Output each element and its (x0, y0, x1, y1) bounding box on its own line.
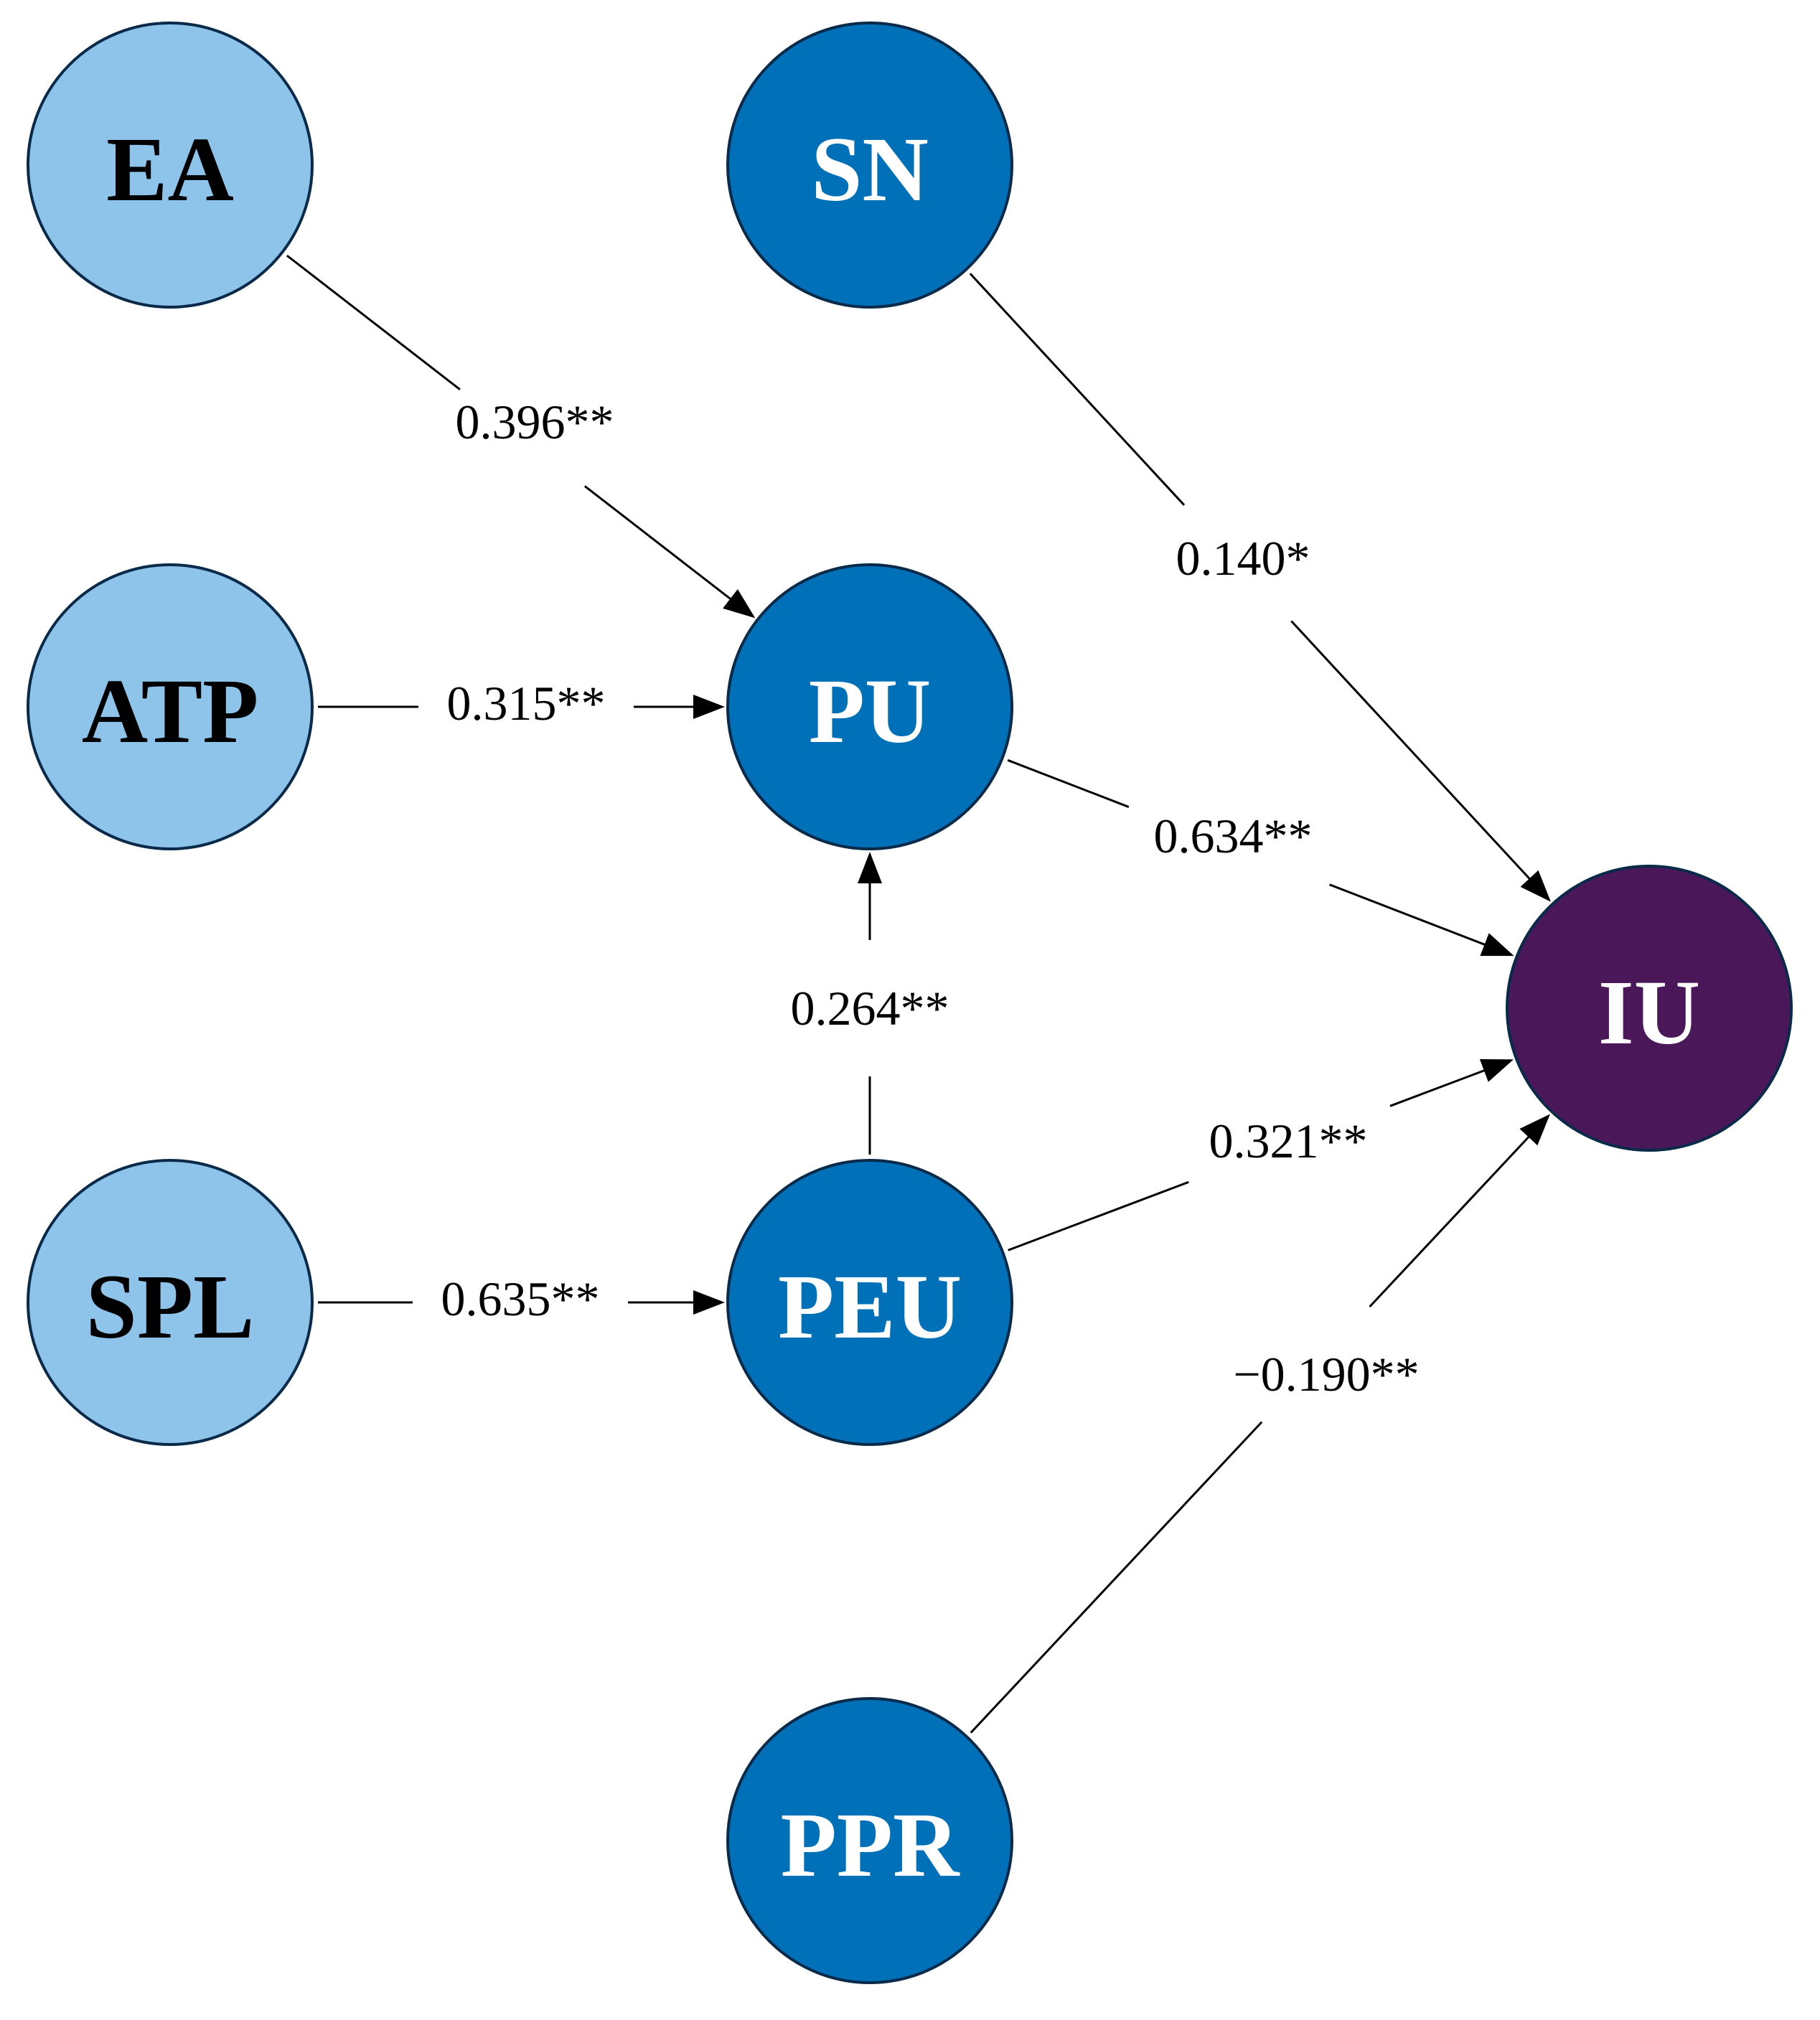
edge-label-sn-iu: 0.140* (1176, 531, 1310, 586)
node-sn: SN (726, 22, 1013, 309)
edge-spl-peu-arrowhead (693, 1290, 725, 1315)
edge-label-atp-pu: 0.315** (447, 676, 606, 731)
edge-ea-pu-line-b (583, 485, 733, 602)
node-atp: ATP (27, 563, 314, 850)
edge-label-peu-iu: 0.321** (1209, 1114, 1368, 1168)
edge-label-ppr-iu: −0.190** (1233, 1347, 1419, 1401)
node-iu: IU (1506, 865, 1793, 1152)
edge-label-peu-pu: 0.264** (791, 981, 949, 1035)
edge-label-spl-peu: 0.635** (441, 1272, 600, 1326)
edge-peu-iu-line-b (1389, 1068, 1488, 1107)
node-ppr: PPR (726, 1697, 1013, 1984)
node-peu: PEU (726, 1159, 1013, 1446)
node-ea-label: EA (106, 118, 234, 220)
edge-ppr-iu-line-b (1369, 1134, 1531, 1308)
edge-peu-pu-arrowhead (858, 852, 882, 883)
node-spl-label: SPL (86, 1256, 255, 1358)
edge-pu-iu-line-a (1007, 758, 1130, 808)
node-peu-label: PEU (778, 1256, 962, 1358)
node-iu-circle (1506, 865, 1793, 1152)
edge-sn-iu-line-a (969, 273, 1186, 506)
node-sn-circle (726, 22, 1013, 309)
edge-ppr-iu-line-a (970, 1421, 1263, 1734)
node-ppr-label: PPR (781, 1794, 960, 1896)
node-ppr-circle (726, 1697, 1013, 1984)
edge-atp-pu-arrowhead (693, 695, 725, 719)
edge-peu-iu-line-a (1008, 1180, 1189, 1251)
node-ea-circle (27, 22, 314, 309)
edge-ea-pu-line-a (286, 254, 461, 390)
node-atp-label: ATP (82, 660, 259, 762)
node-peu-circle (726, 1159, 1013, 1446)
edge-sn-iu-line-b (1290, 620, 1532, 882)
node-spl: SPL (27, 1159, 314, 1446)
edge-ea-pu-arrowhead (723, 588, 756, 619)
edge-pu-iu-arrowhead (1480, 933, 1514, 957)
edge-sn-iu-arrowhead (1520, 870, 1551, 902)
node-spl-circle (27, 1159, 314, 1446)
node-ea: EA (27, 22, 314, 309)
edge-label-ea-pu: 0.396** (456, 395, 614, 449)
edge-pu-iu-line-b (1329, 883, 1488, 947)
edge-label-pu-iu: 0.634** (1154, 809, 1313, 863)
node-pu-label: PU (809, 660, 932, 762)
edge-peu-iu-arrowhead (1479, 1058, 1514, 1082)
node-iu-label: IU (1598, 962, 1700, 1063)
edge-ppr-iu-arrowhead (1519, 1114, 1550, 1146)
node-pu-circle (726, 563, 1013, 850)
node-pu: PU (726, 563, 1013, 850)
node-sn-label: SN (811, 118, 929, 220)
node-atp-circle (27, 563, 314, 850)
